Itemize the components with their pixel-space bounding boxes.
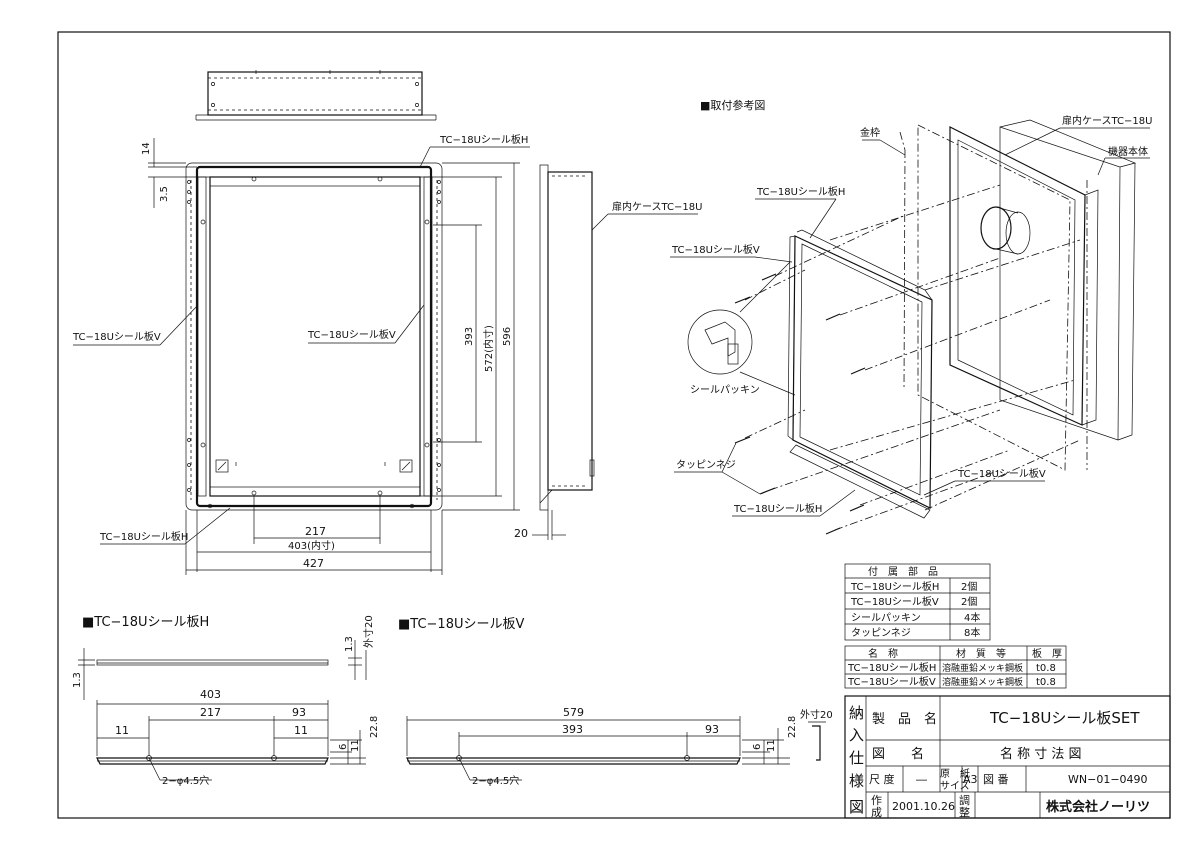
dim-11-v-vert: 11 (766, 739, 777, 752)
material-header-name: 名 称 (868, 647, 898, 660)
side-char-2: 仕 (849, 749, 864, 767)
material-header-thickness: 板 厚 (1032, 647, 1062, 660)
parts-row-1-name: TC−18Uシール板V (850, 595, 939, 608)
dim-217-front: 217 (305, 525, 326, 538)
created-label-2: 成 (871, 806, 882, 819)
dim-93-v: 93 (705, 723, 719, 736)
label-frame: 金枠 (860, 126, 880, 139)
label-seal-h-bottom: TC−18Uシール板H (99, 530, 188, 543)
drawing-name-label: 図 名 (872, 746, 924, 762)
paper-size: A3 (963, 773, 978, 786)
side-view (532, 164, 595, 540)
dim-393-vertical: 393 (464, 327, 475, 346)
company-name: 株式会社ノーリツ (1046, 799, 1150, 815)
dim-217-part: 217 (200, 706, 221, 719)
paper-size-label-2: サイズ (940, 779, 970, 792)
parts-row-2-qty: 4本 (964, 611, 980, 624)
label-case-side: 扉内ケースTC−18U (612, 200, 702, 213)
parts-row-0-qty: 2個 (961, 580, 977, 593)
seal-h-section-title: ■TC−18Uシール板H (82, 615, 209, 630)
material-row-1-material: 溶融亜鉛メッキ鋼板 (942, 676, 1023, 688)
label-seal-v-left: TC−18Uシール板V (72, 330, 161, 343)
material-row-1-thickness: t0.8 (1036, 677, 1056, 688)
part-seal-plate-v (406, 716, 826, 781)
title-block (844, 695, 1171, 819)
material-row-0-material: 溶融亜鉛メッキ鋼板 (942, 662, 1023, 674)
product-name: TC−18Uシール板SET (989, 709, 1140, 727)
dim-572-inner: 572(内寸) (482, 325, 495, 372)
side-char-3: 様 (849, 772, 864, 790)
label-hole-v: 2−φ4.5穴 (472, 774, 519, 787)
parts-row-1-qty: 2個 (961, 595, 977, 608)
label-seal-h-assembly-bottom: TC−18Uシール板H (733, 502, 822, 515)
dim-outer-20-v: 外寸20 (800, 708, 833, 721)
dim-1-3-h: 1.3 (344, 636, 355, 652)
dim-11-right: 11 (294, 724, 308, 737)
dim-93-h: 93 (292, 706, 306, 719)
dim-22-8-h: 22.8 (369, 716, 380, 738)
dim-20: 20 (514, 527, 528, 540)
dim-403-part: 403 (200, 688, 221, 701)
created-date: 2001.10.26 (892, 800, 955, 813)
drawing-number: WN−01−0490 (1068, 773, 1148, 786)
dim-6-v: 6 (752, 744, 763, 750)
dim-596: 596 (502, 327, 513, 346)
material-header-material: 材 質 等 (956, 647, 1006, 660)
product-name-label: 製 品 名 (872, 711, 937, 727)
dim-6-h: 6 (338, 744, 349, 750)
label-seal-h-assembly-top: TC−18Uシール板H (756, 185, 845, 198)
side-char-4: 図 (849, 798, 864, 816)
created-label-1: 作 (871, 794, 882, 807)
parts-table-title: 付 属 部 品 (868, 565, 938, 578)
material-row-0-thickness: t0.8 (1036, 663, 1056, 674)
dim-outer-20-h: 外寸20 (362, 615, 375, 648)
top-view (195, 70, 437, 121)
scale-label: 尺 度 (869, 772, 895, 786)
label-unit: 機器本体 (1108, 145, 1148, 158)
label-seal-h-top: TC−18Uシール板H (439, 133, 528, 146)
side-char-1: 入 (849, 726, 864, 744)
dim-393-part: 393 (562, 723, 583, 736)
label-seal-v-assembly-right: TC−18Uシール板V (957, 467, 1046, 480)
label-case-assembly: 扉内ケースTC−18U (1062, 114, 1152, 127)
material-row-1-name: TC−18Uシール板V (847, 675, 936, 688)
seal-v-section-title: ■TC−18Uシール板V (398, 617, 524, 632)
dim-11-left: 11 (115, 724, 129, 737)
drawing-name: 名 称 寸 法 図 (1000, 746, 1082, 762)
leader-lines (73, 127, 1150, 545)
label-packing: シールパッキン (690, 384, 760, 396)
parts-row-3-qty: 8本 (964, 626, 980, 639)
parts-row-3-name: タッピンネジ (851, 627, 911, 639)
assembly-view (687, 119, 1137, 535)
label-seal-v-assembly-left: TC−18Uシール板V (671, 243, 760, 256)
dim-11-h-vert: 11 (350, 739, 361, 752)
sheet-border (57, 31, 1171, 819)
parts-row-0-name: TC−18Uシール板H (850, 580, 939, 593)
material-row-0-name: TC−18Uシール板H (847, 661, 936, 674)
side-char-0: 納 (849, 704, 864, 722)
dim-427: 427 (303, 557, 324, 570)
label-screw: タッピンネジ (676, 459, 736, 471)
label-seal-v-inner: TC−18Uシール板V (307, 328, 396, 341)
dim-3-5: 3.5 (159, 186, 170, 202)
paper-size-label-1: 原 紙 (940, 767, 970, 780)
adjust-label-1: 調 (959, 793, 970, 807)
dim-1-3-left: 1.3 (72, 672, 83, 688)
install-reference-title: ■取付参考図 (700, 98, 765, 112)
part-seal-plate-h (78, 640, 367, 781)
scale-value: ― (916, 773, 927, 786)
drawing-number-label: 図 番 (983, 773, 1009, 786)
material-table (844, 645, 1067, 689)
dim-22-8-v: 22.8 (787, 716, 798, 738)
label-hole-h: 2−φ4.5穴 (162, 774, 209, 787)
parts-table (844, 563, 991, 641)
dim-579: 579 (563, 706, 584, 719)
parts-row-2-name: シールパッキン (851, 612, 921, 624)
front-view (148, 138, 520, 575)
adjust-label-2: 整 (959, 805, 970, 819)
dim-403-inner: 403(内寸) (288, 539, 335, 552)
dim-14: 14 (141, 142, 152, 155)
